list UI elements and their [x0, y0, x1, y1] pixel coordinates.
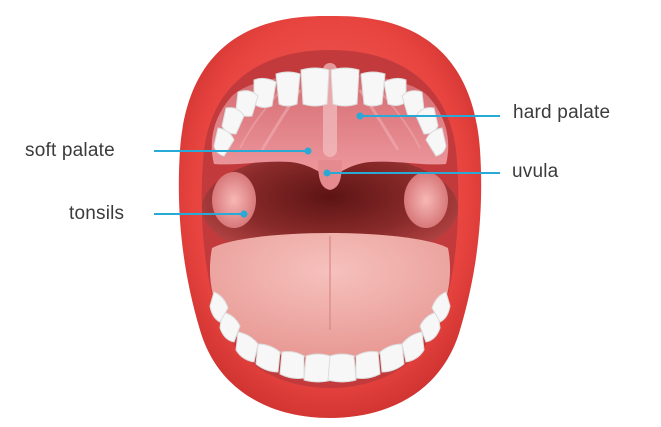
dot-soft-palate: [305, 148, 312, 155]
right-tonsil: [404, 172, 448, 228]
left-tonsil: [212, 172, 256, 228]
dot-tonsils: [241, 211, 248, 218]
label-soft-palate: soft palate: [25, 140, 115, 162]
label-hard-palate: hard palate: [513, 102, 610, 124]
dot-uvula: [324, 170, 331, 177]
label-tonsils: tonsils: [69, 203, 124, 225]
dot-hard-palate: [357, 113, 364, 120]
label-uvula: uvula: [512, 161, 558, 183]
